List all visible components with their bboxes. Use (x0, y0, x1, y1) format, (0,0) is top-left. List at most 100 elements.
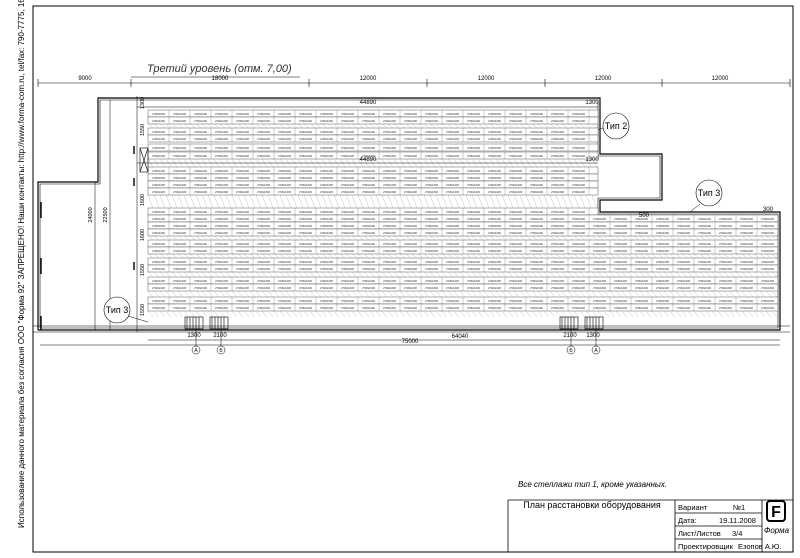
aisle-hatch (465, 194, 472, 209)
aisle-hatch (747, 310, 754, 318)
aisle-hatch (429, 290, 436, 298)
aisle-hatch (693, 235, 700, 241)
dim-bottom-gap-2: 2100 (213, 333, 227, 339)
aisle-hatch (285, 290, 292, 298)
aisle-hatch (315, 123, 322, 129)
rack-cell-label: 2700х1000 (362, 286, 375, 290)
aisle-hatch (255, 194, 262, 209)
aisle-hatch (327, 235, 334, 241)
rack-cell-label: 2700х1000 (173, 137, 186, 141)
rack-cell-label: 2700х1000 (425, 217, 438, 221)
aisle-hatch (753, 290, 760, 298)
aisle-hatch (387, 123, 394, 129)
aisle-hatch (549, 310, 556, 318)
rack-cell-label: 2700х1000 (425, 260, 438, 264)
aisle-hatch (447, 235, 454, 241)
aisle-hatch (177, 194, 184, 209)
rack-cell-label: 2700х1000 (467, 210, 480, 214)
dim-bottom-total: 75000 (402, 339, 419, 345)
aisle-hatch (309, 310, 316, 318)
rack-cell-label: 2700х1000 (236, 224, 249, 228)
aisle-hatch (687, 235, 694, 241)
rack-cell-label: 2700х1000 (740, 286, 753, 290)
rack-cell-label: 2700х1000 (677, 299, 690, 303)
rack-cell-label: 2700х1000 (551, 279, 564, 283)
aisle-hatch (663, 253, 670, 259)
aisle-hatch (513, 123, 520, 129)
callout-type3-left-label: Тип 3 (106, 305, 129, 315)
rack-cell-label: 2700х1000 (425, 210, 438, 214)
aisle-hatch (393, 290, 400, 298)
aisle-hatch (477, 235, 484, 241)
rack-cell-label: 2700х1000 (299, 279, 312, 283)
rack-cell-label: 2700х1000 (404, 112, 417, 116)
aisle-hatch (267, 271, 274, 278)
rack-cell-label: 2700х1000 (530, 146, 543, 150)
rack-cell-label: 2700х1000 (173, 249, 186, 253)
rack-cell-label: 2700х1000 (509, 169, 522, 173)
rack-cell-label: 2700х1000 (362, 176, 375, 180)
rack-cell-label: 2700х1000 (278, 137, 291, 141)
rack-cell-label: 2700х1000 (488, 146, 501, 150)
aisle-hatch (519, 194, 526, 209)
rack-cell-label: 2700х1000 (761, 260, 774, 264)
rack-cell-label: 2700х1000 (530, 169, 543, 173)
aisle-hatch (369, 253, 376, 259)
aisle-hatch (645, 235, 652, 241)
aisle-hatch (195, 123, 202, 129)
aisle-hatch (213, 194, 220, 209)
rack-cell-label: 2700х1000 (530, 242, 543, 246)
aisle-hatch (207, 235, 214, 241)
rack-cell-label: 2700х1000 (677, 306, 690, 310)
aisle-hatch (591, 271, 598, 278)
rack-cell-label: 2700х1000 (614, 249, 627, 253)
rack-cell-label: 2700х1000 (488, 119, 501, 123)
rack-cell-label: 2700х1000 (467, 137, 480, 141)
rack-cell-label: 2700х1000 (530, 130, 543, 134)
rack-cell-label: 2700х1000 (509, 176, 522, 180)
rack-cell-label: 2700х1000 (488, 286, 501, 290)
rack-cell-label: 2700х1000 (236, 286, 249, 290)
axis-marker-b-right-label: Б (569, 348, 573, 354)
aisle-hatch (645, 271, 652, 278)
aisle-hatch (447, 123, 454, 129)
aisle-hatch (585, 123, 592, 129)
rack-cell-label: 2700х1000 (320, 190, 333, 194)
aisle-hatch (489, 271, 496, 278)
aisle-hatch (513, 310, 520, 318)
aisle-hatch (555, 235, 562, 241)
aisle-hatch (201, 194, 208, 209)
aisle-hatch (387, 194, 394, 209)
aisle-hatch (273, 235, 280, 241)
aisle-hatch (147, 310, 154, 318)
aisle-hatch (411, 253, 418, 259)
rack-cell-label: 2700х1000 (278, 267, 291, 271)
dim-left-v3: 1600 (140, 229, 146, 241)
rack-cell-label: 2700х1000 (278, 130, 291, 134)
aisle-hatch (219, 194, 226, 209)
rack-cell-label: 2700х1000 (257, 169, 270, 173)
aisle-hatch (429, 271, 436, 278)
aisle-hatch (387, 253, 394, 259)
rack-cell-label: 2700х1000 (761, 231, 774, 235)
aisle-hatch (405, 253, 412, 259)
aisle-hatch (309, 194, 316, 209)
aisle-hatch (153, 194, 160, 209)
rack-cell-label: 2700х1000 (614, 299, 627, 303)
rack-cell-label: 2700х1000 (530, 137, 543, 141)
aisle-hatch (267, 194, 274, 209)
aisle-hatch (177, 235, 184, 241)
rack-cell-label: 2700х1000 (551, 137, 564, 141)
rack-cell-label: 2700х1000 (488, 224, 501, 228)
aisle-hatch (339, 194, 346, 209)
rack-cell-label: 2700х1000 (362, 130, 375, 134)
dim-left-v4: 1550 (140, 264, 146, 276)
aisle-hatch (171, 123, 178, 129)
aisle-hatch (279, 123, 286, 129)
rack-cell-label: 2700х1000 (362, 231, 375, 235)
rack-cell-label: 2700х1000 (194, 146, 207, 150)
rack-cell-label: 2700х1000 (425, 286, 438, 290)
rack-cell-label: 2700х1000 (530, 260, 543, 264)
aisle-hatch (399, 123, 406, 129)
aisle-hatch (507, 271, 514, 278)
